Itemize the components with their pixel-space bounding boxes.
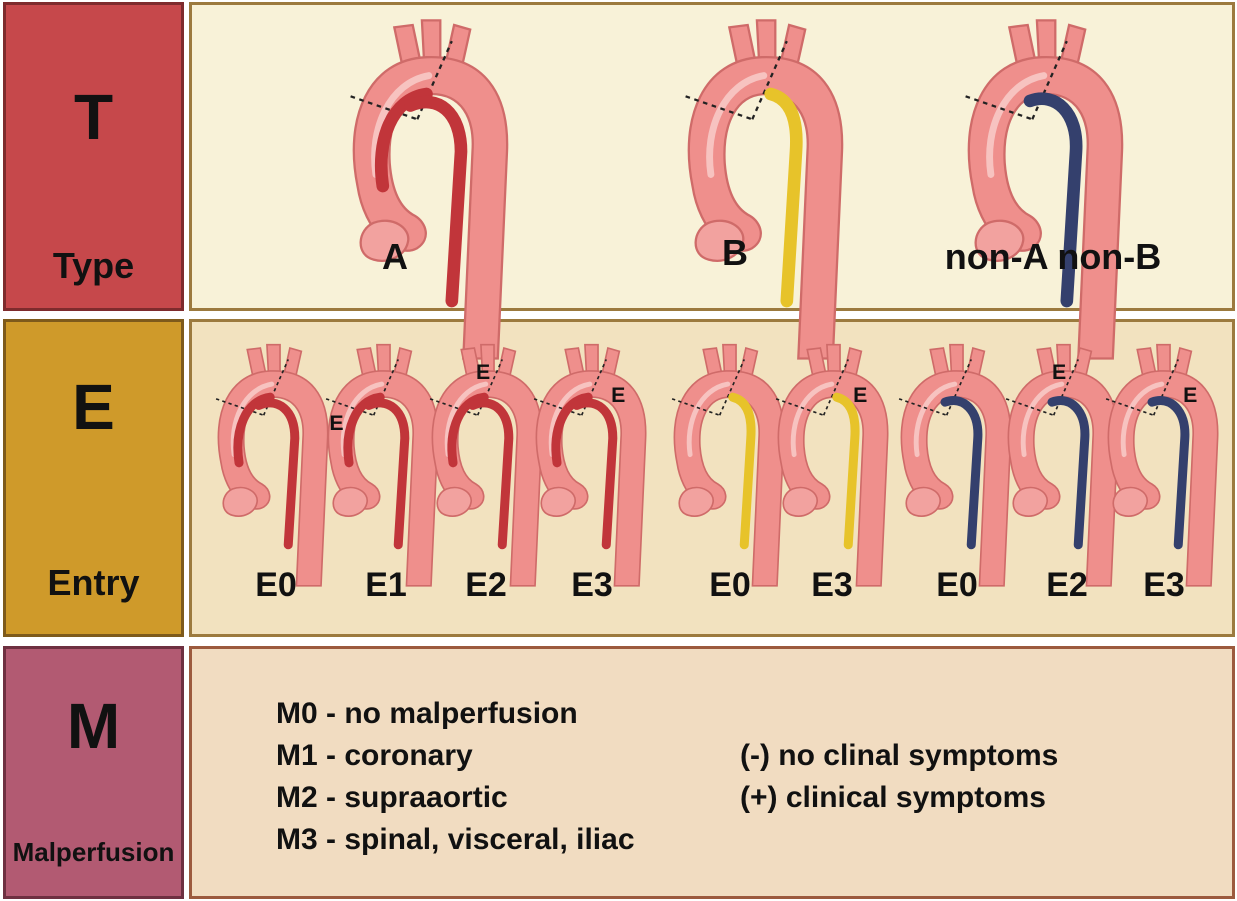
entry-caption-2: E1	[346, 566, 426, 605]
entry-marker: E	[329, 411, 343, 435]
aorta-type-a	[351, 20, 508, 358]
entry-marker: E	[1052, 360, 1066, 384]
aorta-entry-a-e3: E	[534, 345, 646, 586]
aorta-entry-nab-e0	[899, 345, 1011, 586]
aorta-entry-a-e2: E	[430, 345, 542, 586]
entry-caption-3: E2	[446, 566, 526, 605]
aorta-entry-b-e3: E	[776, 345, 888, 586]
entry-caption-1: E0	[236, 566, 316, 605]
entry-caption-8: E2	[1027, 566, 1107, 605]
entry-marker: E	[853, 383, 867, 407]
entry-marker: E	[476, 360, 490, 384]
entry-caption-6: E3	[792, 566, 872, 605]
type-non-a-non-b-caption: non-A non-B	[928, 236, 1178, 278]
entry-marker: E	[611, 383, 625, 407]
aorta-type-b	[686, 20, 843, 358]
type-a-caption: A	[360, 236, 430, 278]
aorta-entry-b-e0	[672, 345, 784, 586]
entry-caption-9: E3	[1124, 566, 1204, 605]
entry-marker: E	[1183, 383, 1197, 407]
aorta-entry-nab-e3: E	[1106, 345, 1218, 586]
aorta-entry-a-e1: E	[326, 345, 438, 586]
aorta-entry-nab-e2: E	[1006, 345, 1118, 586]
entry-caption-7: E0	[917, 566, 997, 605]
entry-caption-5: E0	[690, 566, 770, 605]
aorta-entry-a-e0	[216, 345, 328, 586]
entry-caption-4: E3	[552, 566, 632, 605]
aorta-non-a-non-b	[966, 20, 1123, 358]
type-b-caption: B	[700, 232, 770, 274]
